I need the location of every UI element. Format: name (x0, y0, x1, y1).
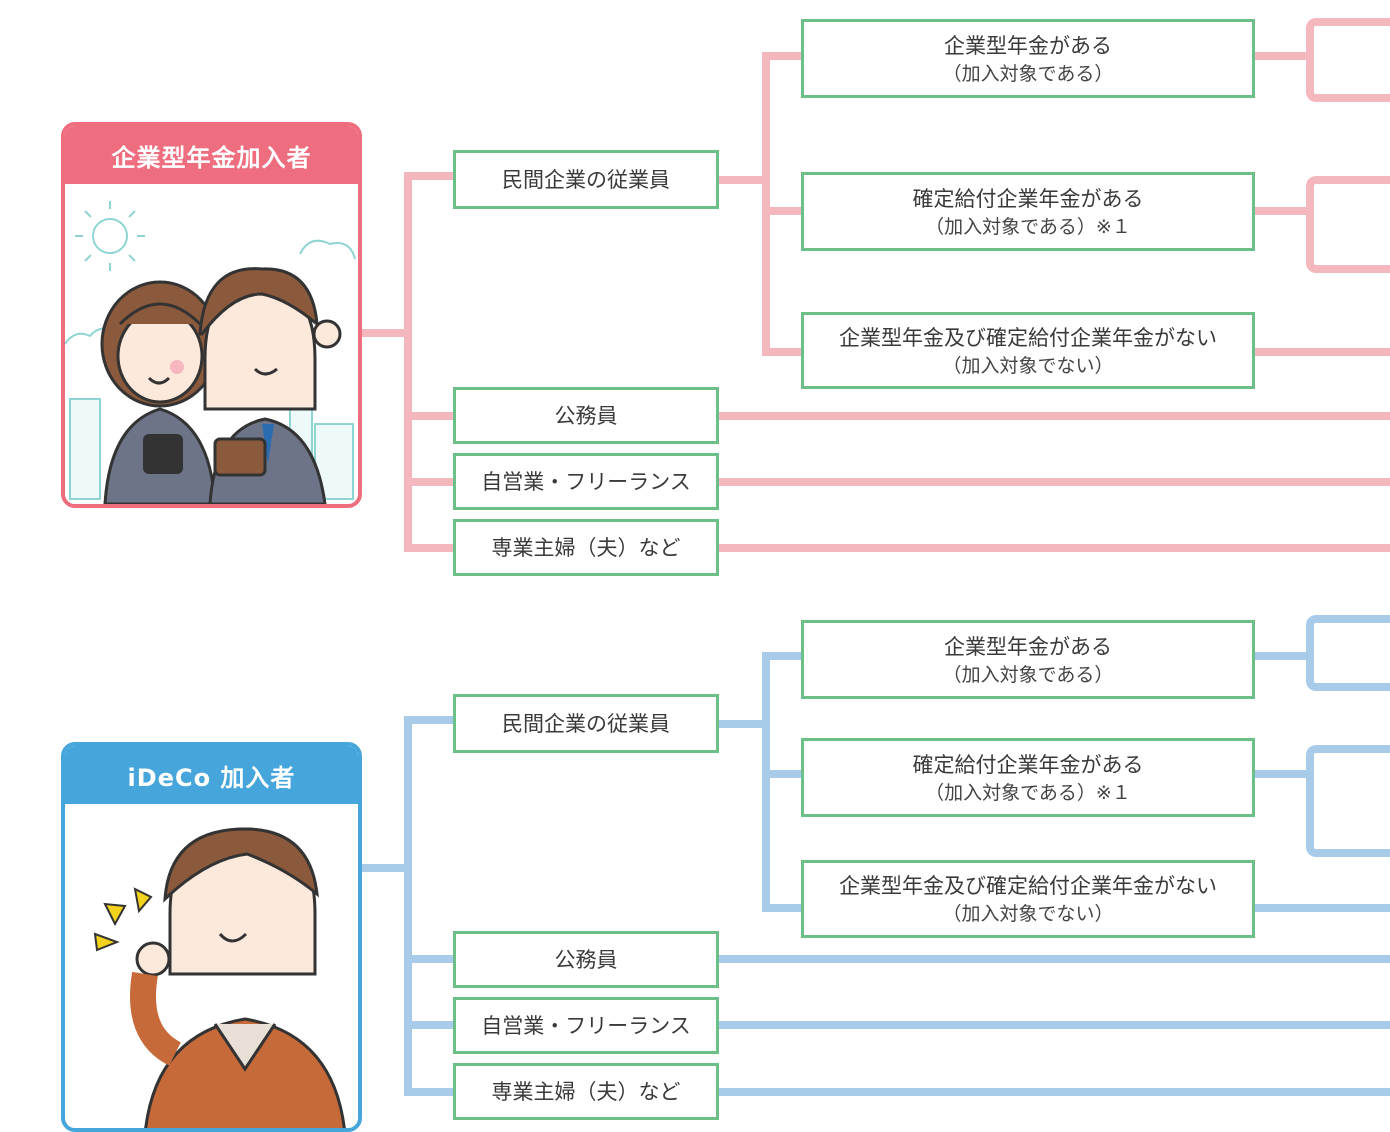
no-pension-sub: （加入対象でない） (942, 354, 1114, 377)
corporate-pension-sub: （加入対象である） (942, 62, 1114, 85)
blue-result-stub-1 (1306, 615, 1390, 691)
no-pension-label: 企業型年金及び確定給付企業年金がない (839, 325, 1217, 350)
corporate-member-card: 企業型年金加入者 (61, 122, 362, 508)
man-figure-ideco (130, 827, 346, 1128)
ideco-homemaker-box: 専業主婦（夫）など (453, 1063, 719, 1120)
ideco-civil-servant-label: 公務員 (554, 947, 618, 972)
pink-result-stub-2 (1306, 176, 1390, 273)
civil-servant-label: 公務員 (554, 403, 618, 428)
ideco-homemaker-label: 専業主婦（夫）など (491, 1079, 681, 1104)
sun-icon (75, 201, 145, 271)
ideco-db-pension-label: 確定給付企業年金がある (912, 752, 1144, 777)
ideco-corporate-pension-box: 企業型年金がある （加入対象である） (801, 620, 1255, 699)
db-pension-sub: （加入対象である）※１ (925, 215, 1131, 238)
homemaker-label: 専業主婦（夫）など (491, 535, 681, 560)
homemaker-box: 専業主婦（夫）など (453, 519, 719, 576)
ideco-no-pension-label: 企業型年金及び確定給付企業年金がない (839, 874, 1217, 898)
man-figure (198, 267, 342, 504)
ideco-self-employed-box: 自営業・フリーランス (453, 997, 719, 1054)
civil-servant-box: 公務員 (453, 387, 719, 444)
ideco-civil-servant-box: 公務員 (453, 931, 719, 988)
db-pension-box: 確定給付企業年金がある （加入対象である）※１ (801, 172, 1255, 251)
corporate-pension-box: 企業型年金がある （加入対象である） (801, 19, 1255, 98)
ideco-no-pension-sub: （加入対象でない） (942, 903, 1114, 925)
private-employee-label: 民間企業の従業員 (502, 167, 670, 192)
woman-figure (100, 280, 220, 504)
corporate-pension-label: 企業型年金がある (944, 33, 1112, 58)
ideco-db-pension-box: 確定給付企業年金がある （加入対象である）※１ (801, 738, 1255, 817)
business-people-illustration (65, 184, 358, 504)
ideco-corporate-pension-label: 企業型年金がある (944, 634, 1112, 659)
ideco-private-employee-label: 民間企業の従業員 (502, 711, 670, 736)
no-pension-box: 企業型年金及び確定給付企業年金がない （加入対象でない） (801, 312, 1255, 389)
db-pension-label: 確定給付企業年金がある (912, 186, 1144, 211)
sparkle-icon (93, 887, 153, 952)
blue-result-stub-2 (1306, 745, 1390, 857)
ideco-private-employee-box: 民間企業の従業員 (453, 694, 719, 753)
pink-result-stub-1 (1306, 18, 1390, 102)
ideco-db-pension-sub: （加入対象である）※１ (925, 781, 1131, 804)
corporate-member-card-title: 企業型年金加入者 (65, 126, 358, 184)
ideco-self-employed-label: 自営業・フリーランス (481, 1013, 691, 1038)
ideco-member-card: iDeCo 加入者 (61, 742, 362, 1132)
private-employee-box: 民間企業の従業員 (453, 150, 719, 209)
self-employed-label: 自営業・フリーランス (481, 469, 691, 494)
self-employed-box: 自営業・フリーランス (453, 453, 719, 510)
man-cheering-illustration (65, 804, 358, 1128)
ideco-member-card-title: iDeCo 加入者 (65, 746, 358, 804)
ideco-corporate-pension-sub: （加入対象である） (942, 663, 1114, 686)
ideco-no-pension-box: 企業型年金及び確定給付企業年金がない （加入対象でない） (801, 860, 1255, 938)
